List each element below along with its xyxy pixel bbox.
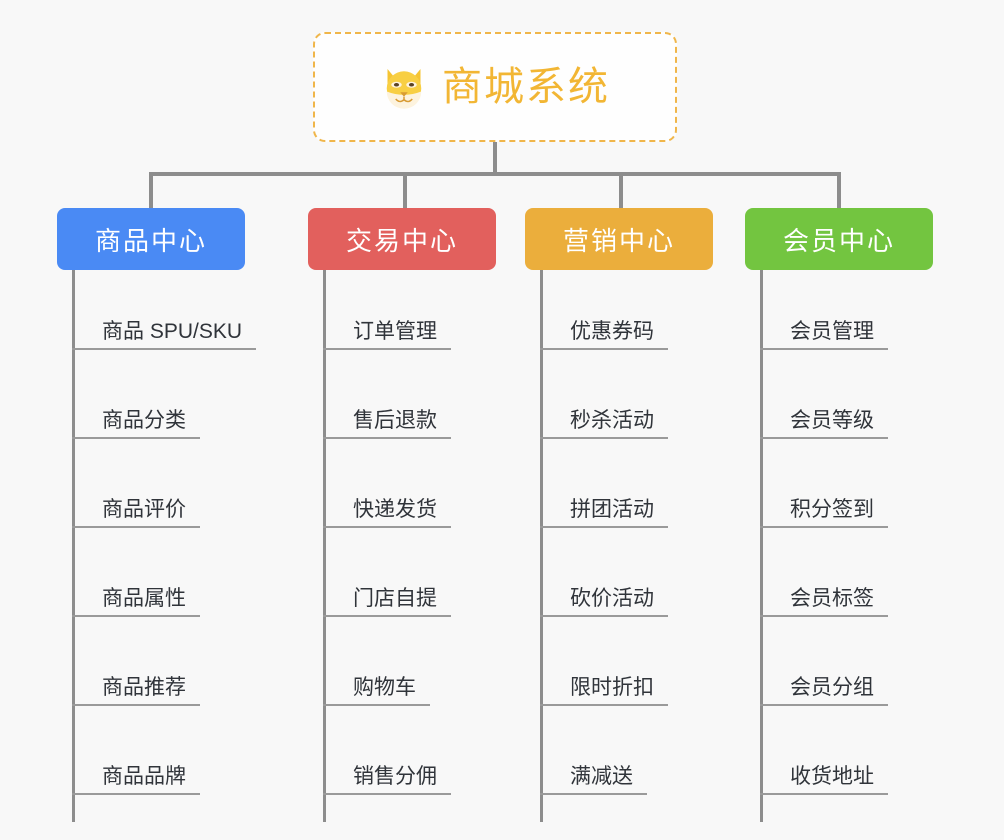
leaf-label: 会员管理 <box>790 319 874 343</box>
leaf-spine-trade-center <box>323 270 326 822</box>
leaf-underline <box>760 437 888 439</box>
leaf-label: 销售分佣 <box>353 764 437 788</box>
leaf-item[interactable]: 会员等级 <box>760 350 888 439</box>
leaf-label: 限时折扣 <box>570 675 654 699</box>
leaf-item[interactable]: 商品 SPU/SKU <box>72 282 257 350</box>
leaf-item[interactable]: 砍价活动 <box>540 528 668 617</box>
branch-header-trade-center[interactable]: 交易中心 <box>308 208 496 270</box>
leaf-item[interactable]: 订单管理 <box>323 282 451 350</box>
leaf-item[interactable]: 售后退款 <box>323 350 451 439</box>
leaf-item[interactable]: 商品评价 <box>72 439 200 528</box>
leaf-underline <box>760 615 888 617</box>
leaf-label: 商品 SPU/SKU <box>102 319 243 343</box>
leaf-label: 快递发货 <box>353 497 437 521</box>
leaf-label: 拼团活动 <box>570 497 654 521</box>
leaf-item[interactable]: 商品品牌 <box>72 706 200 795</box>
leaf-label: 满减送 <box>570 764 633 788</box>
leaf-label: 收货地址 <box>790 764 874 788</box>
connector-drop-member-center <box>837 172 841 210</box>
branch-label: 会员中心 <box>782 225 895 256</box>
branch-header-product-center[interactable]: 商品中心 <box>57 208 245 270</box>
leaf-underline <box>323 348 451 350</box>
leaf-label: 会员分组 <box>790 675 874 699</box>
leaf-label: 优惠券码 <box>570 319 654 343</box>
leaf-underline <box>540 615 668 617</box>
leaf-label: 售后退款 <box>353 408 437 432</box>
root-title: 商城系统 <box>442 65 610 109</box>
leaf-underline <box>323 526 451 528</box>
leaf-item[interactable]: 积分签到 <box>760 439 888 528</box>
leaf-item[interactable]: 收货地址 <box>760 706 888 795</box>
leaf-underline <box>72 704 200 706</box>
leaf-label: 秒杀活动 <box>570 408 654 432</box>
leaf-underline <box>760 526 888 528</box>
leaf-label: 商品品牌 <box>102 764 186 788</box>
connector-drop-product-center <box>149 172 153 210</box>
leaf-underline <box>72 793 200 795</box>
shiba-dog-face-icon <box>386 69 422 109</box>
leaf-spine-product-center <box>72 270 75 822</box>
leaf-underline <box>323 793 451 795</box>
leaf-underline <box>72 437 200 439</box>
leaf-label: 门店自提 <box>353 586 437 610</box>
leaf-item[interactable]: 限时折扣 <box>540 617 668 706</box>
leaf-label: 购物车 <box>353 675 416 699</box>
branch-header-marketing-center[interactable]: 营销中心 <box>525 208 713 270</box>
leaf-label: 商品分类 <box>102 408 186 432</box>
leaf-label: 砍价活动 <box>570 586 654 610</box>
leaf-item[interactable]: 购物车 <box>323 617 430 706</box>
leaf-item[interactable]: 满减送 <box>540 706 647 795</box>
leaf-spine-marketing-center <box>540 270 543 822</box>
branch-label: 商品中心 <box>94 225 207 256</box>
leaf-label: 商品属性 <box>102 586 186 610</box>
leaf-label: 会员标签 <box>790 586 874 610</box>
leaf-label: 商品推荐 <box>102 675 186 699</box>
leaf-underline <box>323 437 451 439</box>
leaf-underline <box>540 793 647 795</box>
leaf-spine-member-center <box>760 270 763 822</box>
root-node[interactable]: 商城系统 <box>313 32 677 142</box>
connector-drop-marketing-center <box>619 172 623 210</box>
leaf-item[interactable]: 会员标签 <box>760 528 888 617</box>
leaf-underline <box>540 348 668 350</box>
leaf-item[interactable]: 拼团活动 <box>540 439 668 528</box>
leaf-item[interactable]: 门店自提 <box>323 528 451 617</box>
leaf-underline <box>72 526 200 528</box>
connector-root-stem <box>493 142 497 174</box>
leaf-underline <box>540 526 668 528</box>
leaf-underline <box>323 615 451 617</box>
leaf-label: 会员等级 <box>790 408 874 432</box>
leaf-item[interactable]: 会员分组 <box>760 617 888 706</box>
leaf-item[interactable]: 商品分类 <box>72 350 200 439</box>
branch-label: 营销中心 <box>562 225 675 256</box>
leaf-label: 商品评价 <box>102 497 186 521</box>
leaf-underline <box>760 793 888 795</box>
connector-trunk-bar <box>149 172 841 176</box>
leaf-item[interactable]: 商品属性 <box>72 528 200 617</box>
leaf-item[interactable]: 销售分佣 <box>323 706 451 795</box>
leaf-item[interactable]: 会员管理 <box>760 282 888 350</box>
leaf-underline <box>323 704 430 706</box>
leaf-underline <box>540 437 668 439</box>
leaf-item[interactable]: 快递发货 <box>323 439 451 528</box>
leaf-underline <box>540 704 668 706</box>
branch-label: 交易中心 <box>345 225 458 256</box>
leaf-underline <box>760 704 888 706</box>
leaf-label: 订单管理 <box>353 319 437 343</box>
leaf-item[interactable]: 商品推荐 <box>72 617 200 706</box>
leaf-item[interactable]: 优惠券码 <box>540 282 668 350</box>
leaf-item[interactable]: 秒杀活动 <box>540 350 668 439</box>
leaf-underline <box>72 615 200 617</box>
branch-header-member-center[interactable]: 会员中心 <box>745 208 933 270</box>
leaf-underline <box>72 348 257 350</box>
leaf-label: 积分签到 <box>790 497 874 521</box>
connector-drop-trade-center <box>403 172 407 210</box>
leaf-underline <box>760 348 888 350</box>
